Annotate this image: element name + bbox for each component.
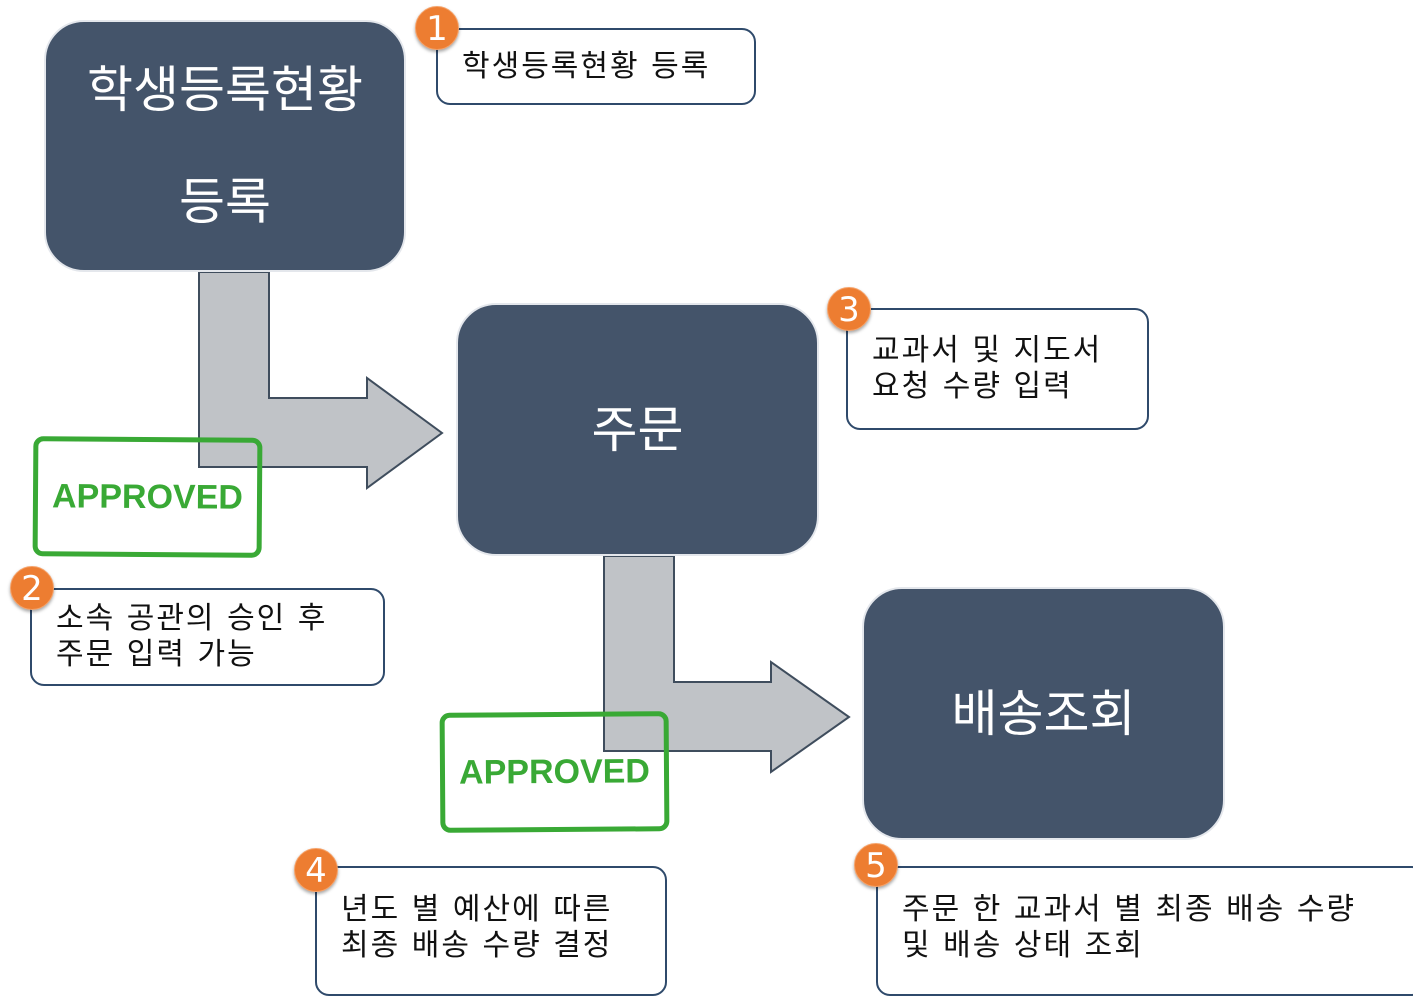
stamp-label: APPROVED [458, 751, 651, 792]
callout-text: 요청 수량 입력 [872, 369, 1073, 404]
callout-text: 및 배송 상태 조회 [902, 928, 1144, 963]
callout-text: 교과서 및 지도서 [872, 333, 1103, 368]
callout-3: 교과서 및 지도서 요청 수량 입력 [846, 308, 1149, 430]
approved-stamp: APPROVED [32, 436, 263, 558]
stamp-label: APPROVED [51, 476, 244, 517]
step-label: 주문 [591, 400, 684, 459]
callout-2: 소속 공관의 승인 후 주문 입력 가능 [30, 588, 385, 686]
arrow-order-to-delivery [603, 555, 851, 774]
approved-stamp: APPROVED [439, 711, 670, 833]
arrow-register-to-order [198, 271, 444, 490]
step-delivery-inquiry: 배송조회 [862, 587, 1225, 840]
callout-4: 년도 별 예산에 따른 최종 배송 수량 결정 [315, 866, 667, 996]
step-number-badge: 3 [827, 287, 871, 331]
step-student-registration: 학생등록현황 등록 [44, 20, 406, 272]
callout-text: 주문 입력 가능 [56, 637, 257, 672]
callout-text: 학생등록현황 등록 [462, 48, 711, 84]
step-number-badge: 5 [854, 843, 898, 887]
callout-text: 최종 배송 수량 결정 [341, 928, 613, 963]
step-label: 등록 [179, 173, 271, 231]
step-order: 주문 [456, 303, 819, 556]
callout-text: 년도 별 예산에 따른 [341, 892, 613, 927]
callout-5: 주문 한 교과서 별 최종 배송 수량 및 배송 상태 조회 [876, 866, 1413, 996]
callout-1: 학생등록현황 등록 [436, 28, 756, 105]
callout-text: 주문 한 교과서 별 최종 배송 수량 [902, 892, 1357, 927]
step-number-badge: 1 [415, 6, 459, 50]
callout-text: 소속 공관의 승인 후 [56, 601, 328, 636]
step-number-badge: 4 [294, 848, 338, 892]
step-label: 학생등록현황 [87, 61, 363, 119]
step-label: 배송조회 [951, 684, 1136, 743]
step-number-badge: 2 [10, 566, 54, 610]
